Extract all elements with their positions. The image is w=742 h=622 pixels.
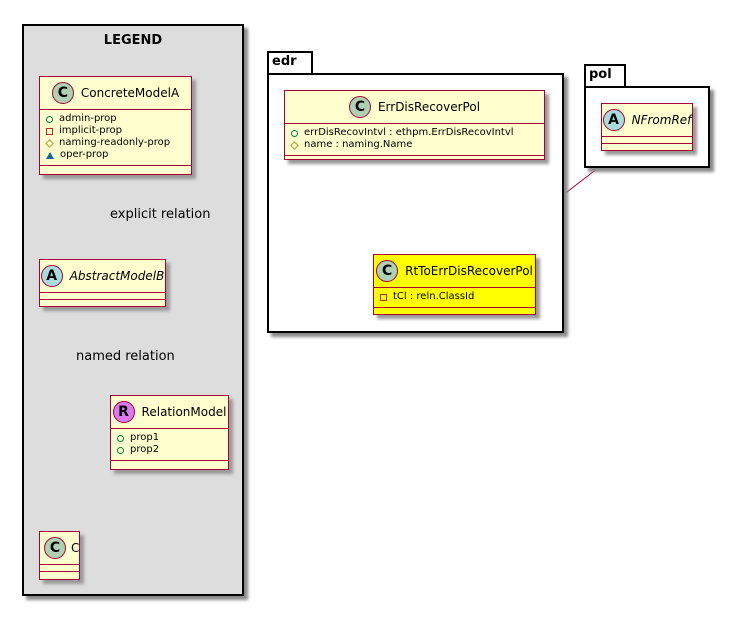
class-name: ConcreteModelA <box>80 86 180 100</box>
member-text: errDisRecovIntvl : ethpm.ErrDisRecovIntv… <box>304 127 514 138</box>
member-row: tCl : reln.ClassId <box>380 291 529 303</box>
package-pol-name: pol <box>589 67 612 82</box>
member-text: naming-readonly-prop <box>59 137 171 148</box>
abstract-class-icon: A <box>40 265 63 287</box>
class-name: NFromRef <box>631 113 692 127</box>
member-text: prop1 <box>130 432 160 443</box>
protected-visibility-icon <box>45 138 54 148</box>
member-text: tCl : reln.ClassId <box>393 291 475 302</box>
class-relation-model[interactable]: R RelationModel prop1 prop2 <box>110 395 229 470</box>
abstract-class-icon: A <box>602 109 625 131</box>
legend-title: LEGEND <box>103 33 163 48</box>
class-nfrom-ref[interactable]: A NFromRef <box>601 103 693 151</box>
package-edr-name: edr <box>272 54 297 69</box>
member-text: prop2 <box>130 444 160 455</box>
member-row: prop2 <box>117 444 222 456</box>
member-list: prop1 prop2 <box>111 429 228 460</box>
class-name: AbstractModelB <box>69 269 165 283</box>
package-visibility-icon <box>46 151 54 159</box>
public-visibility-icon <box>291 129 298 137</box>
member-row: oper-prop <box>46 149 185 161</box>
package-pol-tab: pol <box>584 64 626 88</box>
member-list: tCl : reln.ClassId <box>374 288 535 307</box>
class-abstract-model-b[interactable]: A AbstractModelB <box>39 259 166 307</box>
class-name: RtToErrDisRecoverPol <box>405 264 533 278</box>
member-row: admin-prop <box>46 113 185 125</box>
public-visibility-icon <box>117 446 124 454</box>
relation-class-icon: R <box>112 401 135 423</box>
concrete-class-icon: C <box>44 537 66 559</box>
class-name: C <box>71 541 80 555</box>
member-list: errDisRecovIntvl : ethpm.ErrDisRecovIntv… <box>285 124 544 155</box>
public-visibility-icon <box>46 115 53 123</box>
member-text: admin-prop <box>59 113 117 124</box>
class-rt-to-err-dis-recover-pol[interactable]: C RtToErrDisRecoverPol tCl : reln.ClassI… <box>373 254 536 315</box>
member-list: admin-prop implicit-prop naming-readonly… <box>40 110 191 165</box>
named-relation-label: named relation <box>76 349 175 364</box>
concrete-class-icon: C <box>376 260 399 282</box>
private-visibility-icon <box>46 127 53 135</box>
private-visibility-icon <box>380 293 387 301</box>
member-row: name : naming.Name <box>290 139 538 151</box>
member-row: implicit-prop <box>46 125 185 137</box>
class-name: ErrDisRecoverPol <box>377 100 481 114</box>
class-name: RelationModel <box>141 405 227 419</box>
class-err-dis-recover-pol[interactable]: C ErrDisRecoverPol errDisRecovIntvl : et… <box>284 90 545 160</box>
member-row: naming-readonly-prop <box>45 137 185 149</box>
member-text: implicit-prop <box>59 125 122 136</box>
member-row: prop1 <box>117 432 222 444</box>
member-text: name : naming.Name <box>304 139 413 150</box>
public-visibility-icon <box>117 434 124 442</box>
class-concrete-model-a[interactable]: C ConcreteModelA admin-prop implicit-pro… <box>39 76 192 175</box>
concrete-class-icon: C <box>51 82 74 104</box>
protected-visibility-icon <box>290 140 299 150</box>
member-row: errDisRecovIntvl : ethpm.ErrDisRecovIntv… <box>291 127 538 139</box>
package-edr-tab: edr <box>267 51 313 75</box>
class-c[interactable]: C C <box>39 531 80 580</box>
member-text: oper-prop <box>60 149 109 160</box>
explicit-relation-label: explicit relation <box>110 207 211 222</box>
concrete-class-icon: C <box>348 96 371 118</box>
